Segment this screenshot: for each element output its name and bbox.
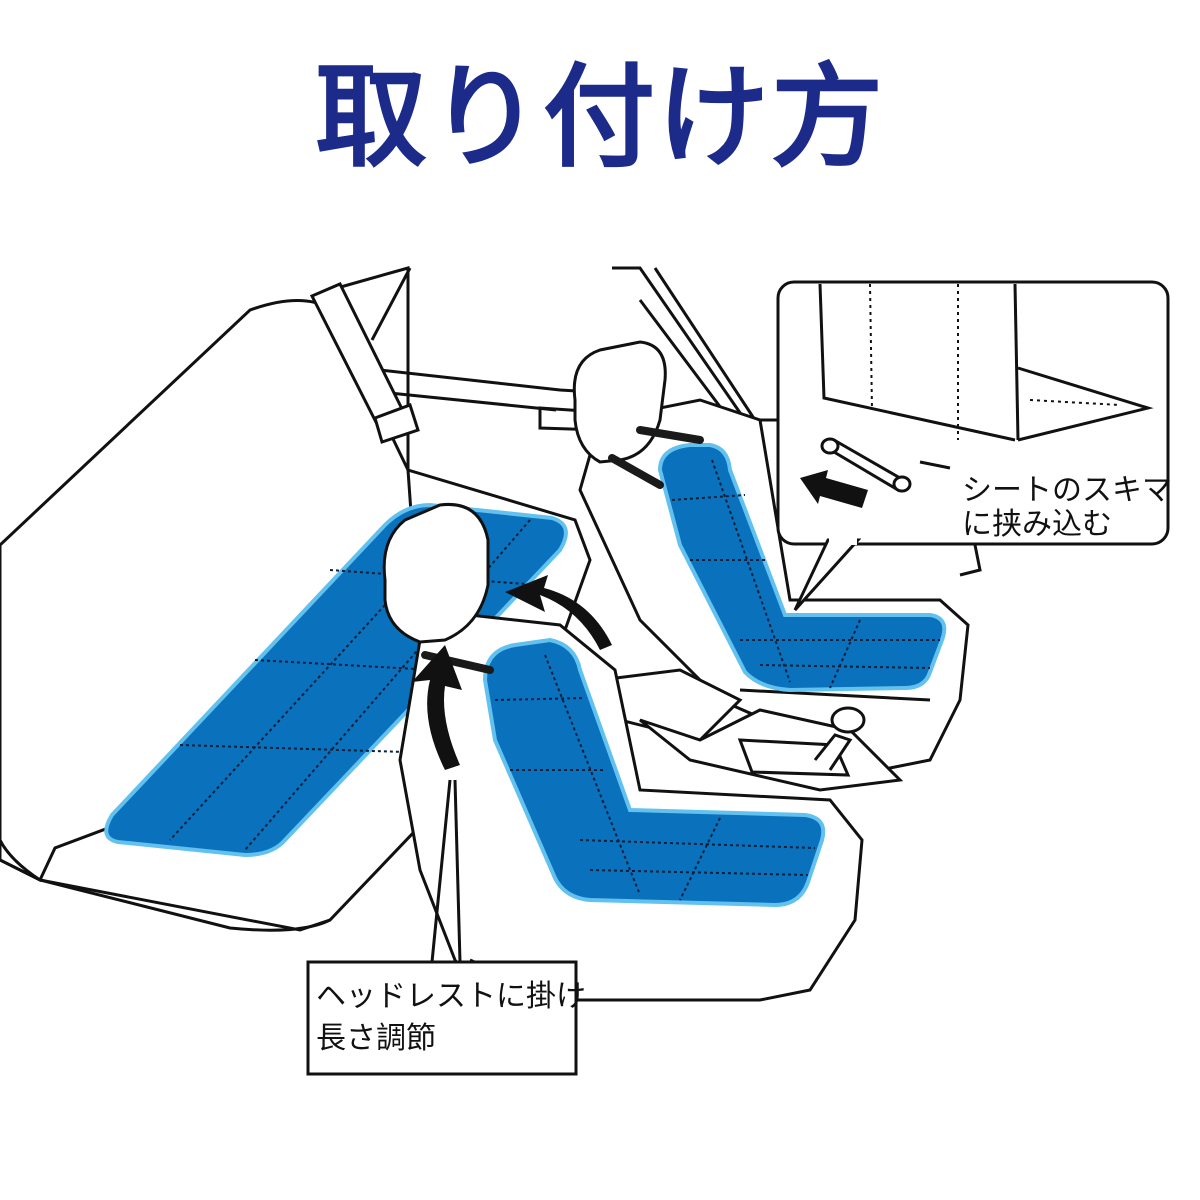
seat-belt: [309, 282, 420, 444]
install-arrows: [412, 575, 612, 770]
seat-gap-label-line2: に挟み込む: [962, 507, 1112, 542]
seat-gap-label-line1: シートのスキマ: [962, 473, 1172, 508]
headrest-label-line2: 長さ調節: [316, 1021, 436, 1056]
front-passenger-cover: [657, 443, 947, 693]
headrest-callout: ヘッドレストに掛け 長さ調節: [306, 779, 586, 1076]
headrest-label-line1: ヘッドレストに掛け: [316, 979, 586, 1014]
driver-seat-cover: [482, 637, 826, 908]
page-title: 取り付け方: [315, 53, 885, 183]
inset-detail-box: シートのスキマ に挟み込む: [776, 280, 1172, 612]
center-console: [597, 668, 904, 792]
arrow-down-left-icon: [800, 470, 868, 508]
